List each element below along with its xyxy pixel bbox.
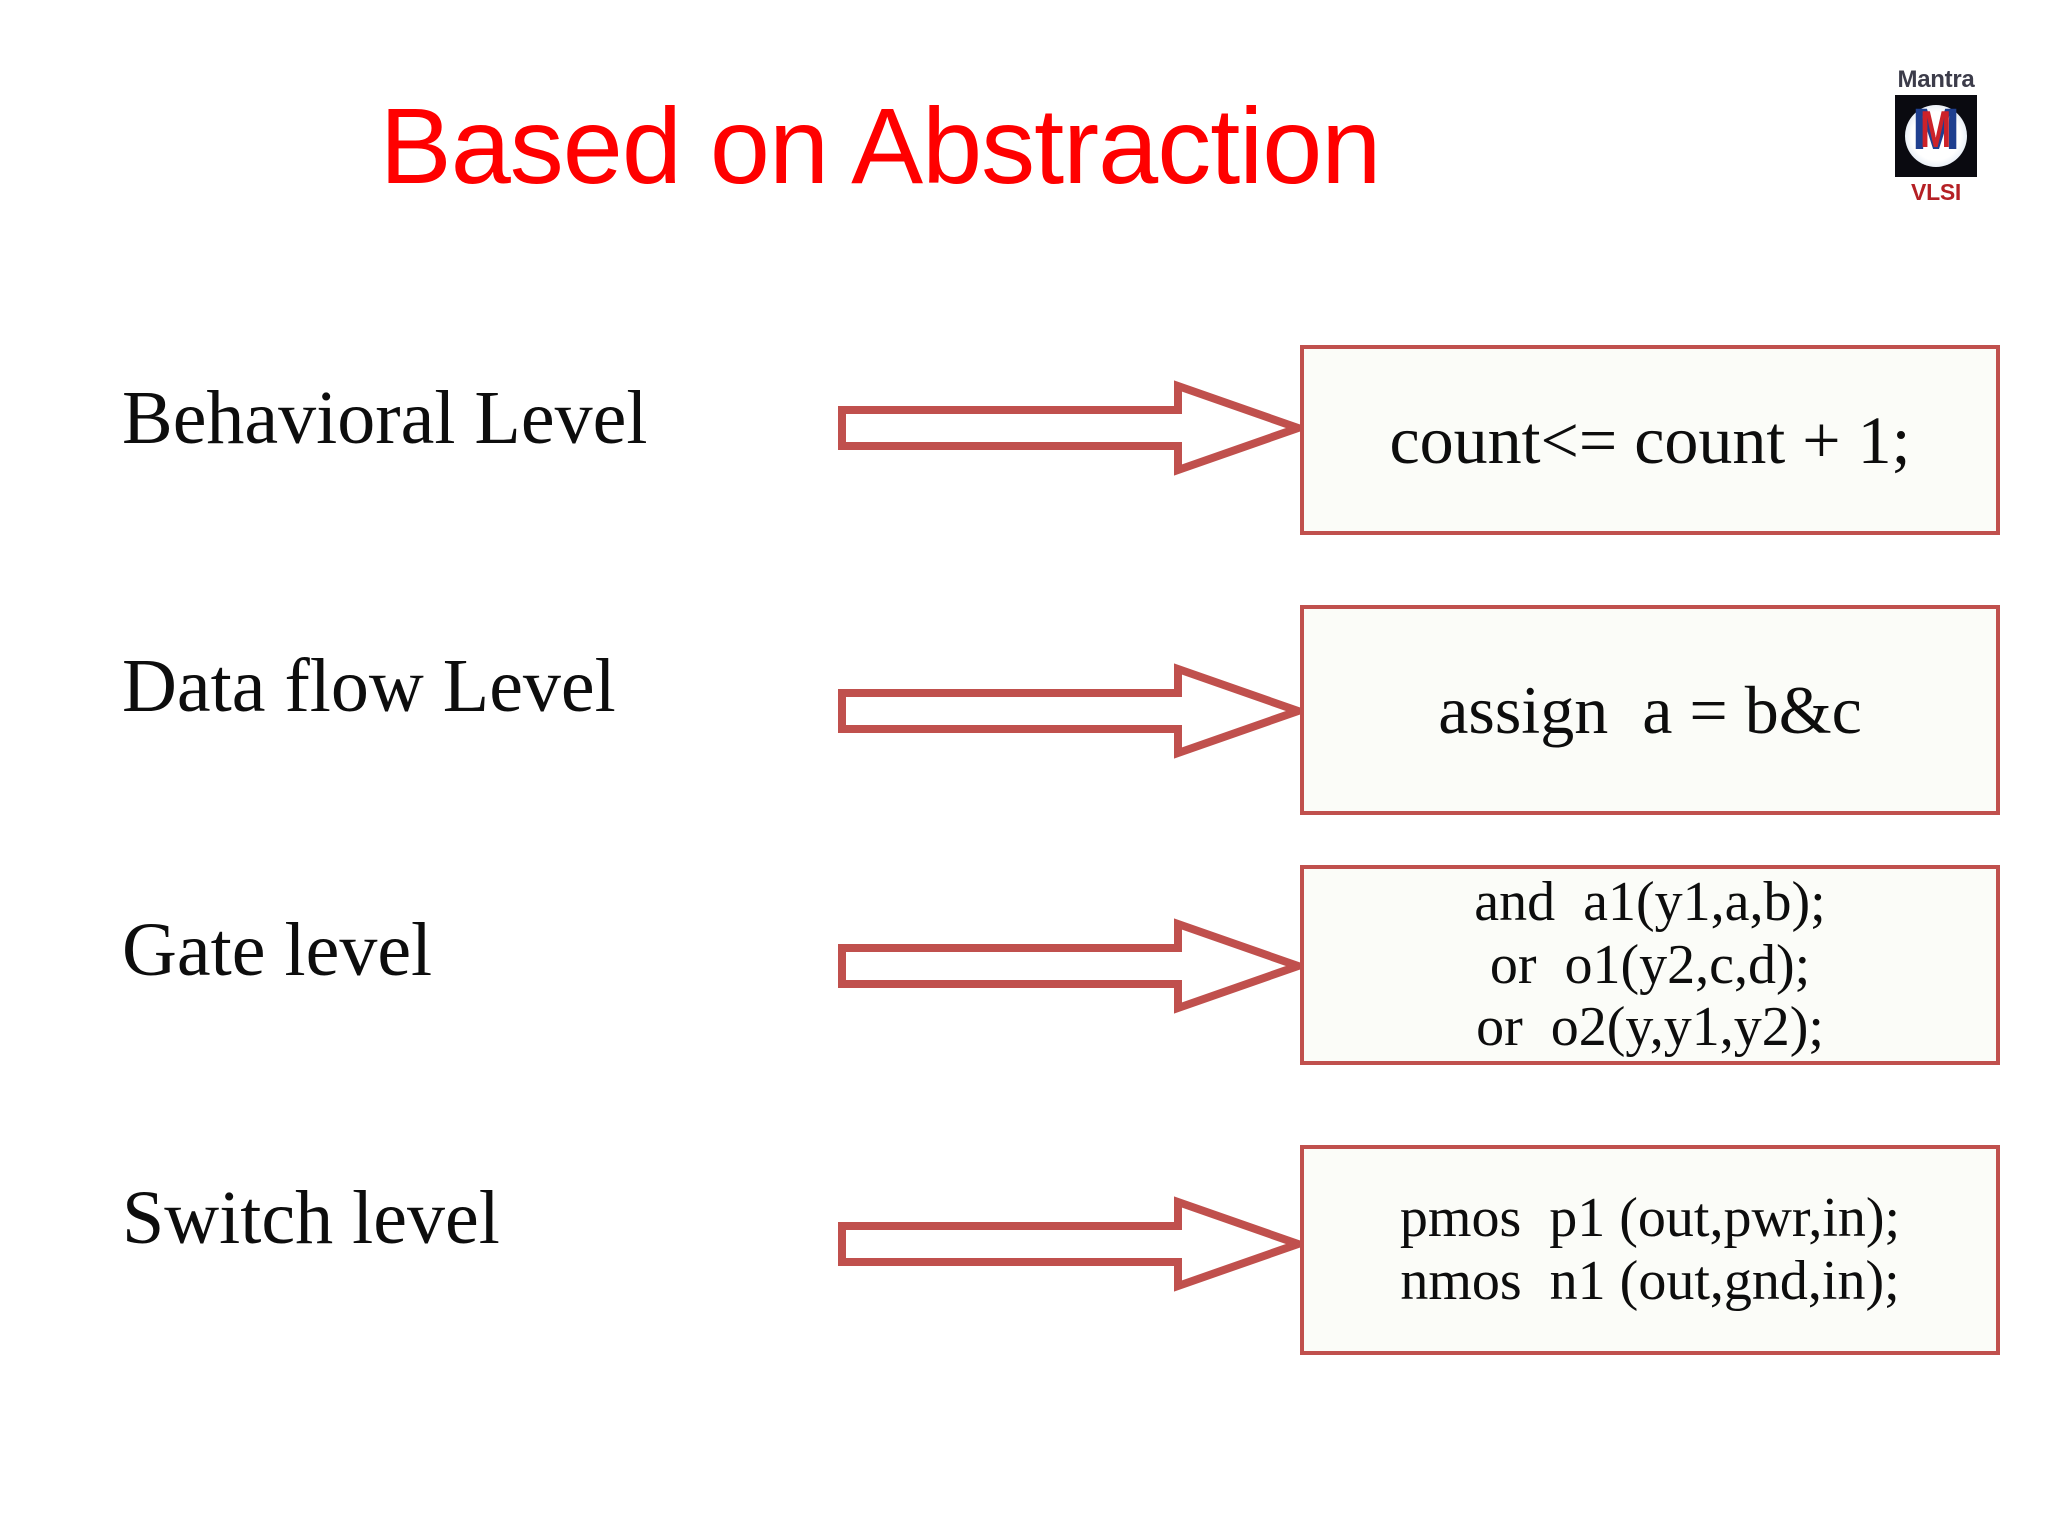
logo-mark-icon: M M (1895, 95, 1977, 177)
code-line: or o1(y2,c,d); (1489, 933, 1811, 996)
page-title: Based on Abstraction (379, 85, 1382, 206)
arrow-switch-icon (838, 1196, 1302, 1292)
logo-disc-icon: M M (1905, 101, 1967, 167)
level-label-gate: Gate level (122, 908, 433, 992)
code-box-switch: pmos p1 (out,pwr,in); nmos n1 (out,gnd,i… (1300, 1145, 2000, 1355)
logo-top-text: Mantra (1897, 66, 1975, 93)
level-label-switch: Switch level (122, 1176, 500, 1260)
code-line: assign a = b&c (1438, 671, 1862, 748)
level-label-behavioral: Behavioral Level (122, 376, 648, 460)
arrow-gate-icon (838, 918, 1302, 1014)
arrow-behavioral-icon (838, 380, 1302, 476)
code-line: count<= count + 1; (1389, 401, 1911, 478)
logo-letter-m-blue: M (1911, 97, 1961, 162)
logo-bottom-text: VLSI (1911, 179, 1961, 205)
code-line: nmos n1 (out,gnd,in); (1400, 1250, 1900, 1312)
code-box-gate: and a1(y1,a,b); or o1(y2,c,d); or o2(y,y… (1300, 865, 2000, 1065)
code-box-dataflow: assign a = b&c (1300, 605, 2000, 815)
code-line: pmos p1 (out,pwr,in); (1399, 1187, 1901, 1250)
arrow-dataflow-icon (838, 663, 1302, 759)
code-line: and a1(y1,a,b); (1474, 870, 1826, 933)
code-line: or o2(y,y1,y2); (1476, 996, 1824, 1059)
mantra-vlsi-logo: Mantra M M VLSI (1876, 68, 1996, 228)
logo-letter-m-red: M (1920, 101, 1952, 159)
level-label-dataflow: Data flow Level (122, 644, 616, 728)
code-box-behavioral: count<= count + 1; (1300, 345, 2000, 535)
